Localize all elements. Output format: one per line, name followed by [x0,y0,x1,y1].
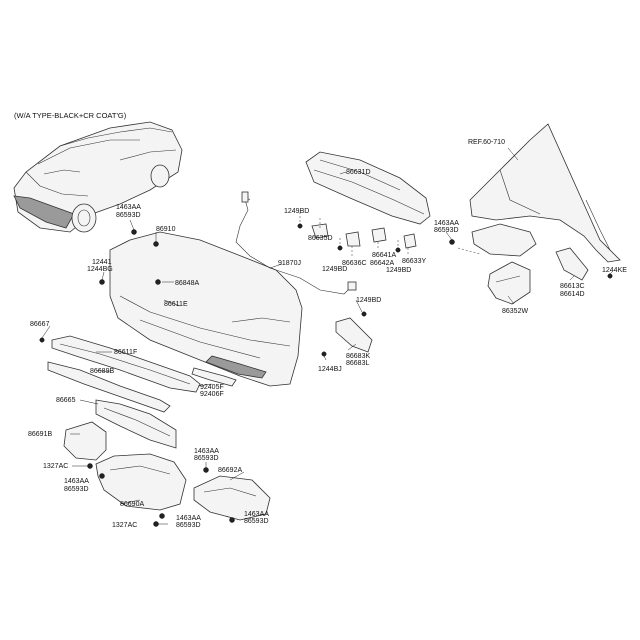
fastener-86593d-f-icon [449,239,455,245]
screw-1244bg-icon [99,279,105,285]
label-1463aa-f: 1463AA [434,220,459,227]
rear-lower-trim-86665 [95,399,177,449]
label-1244bg: 1244BG [87,266,113,273]
label-12441: 12441 [92,259,112,266]
variant-note: (W/A TYPE-BLACK+CR COAT'G) [14,111,127,120]
label-92405f: 92405F [200,384,224,391]
screw-1249bd-a-icon [297,223,303,229]
label-1463aa-b: 1463AA [64,478,89,485]
label-ref-60-710: REF.60-710 [468,139,505,146]
side-reflector-86613c [555,247,589,281]
bracket-86683k [335,317,373,353]
bracket-86633y [403,233,417,249]
label-1249bd-c: 1249BD [386,267,411,274]
bumper-beam-86631d [305,151,431,225]
fastener-86593d-d-icon [159,513,165,519]
label-86635d: 86635D [308,235,333,242]
label-1244ke: 1244KE [602,267,627,274]
rear-bumper-cover [109,231,303,387]
label-1463aa-c: 1463AA [194,448,219,455]
undercover-86692a [193,475,271,521]
clip-86667-icon [39,337,45,343]
label-86848a: 86848A [175,280,199,287]
label-86683k: 86683K [346,353,370,360]
undercover-86691b [63,421,107,461]
fastener-86593d-c-icon [203,467,209,473]
label-86689b: 86689B [90,368,114,375]
label-86593d-a: 86593D [116,212,141,219]
label-86691b: 86691B [28,431,52,438]
label-86667: 86667 [30,321,50,328]
label-1244bj: 1244BJ [318,366,342,373]
label-1463aa-a: 1463AA [116,204,141,211]
label-86593d-c: 86593D [194,455,219,462]
reflector-92405f [191,367,237,387]
label-86665: 86665 [56,397,76,404]
label-86910: 86910 [156,226,176,233]
fastener-86593d-a-icon [131,229,137,235]
bracket-86641a [371,227,387,243]
quarter-panel-reference [469,123,621,263]
label-1249bd-d: 1249BD [356,297,381,304]
bracket-86636c [345,231,361,247]
screw-1244bj-icon [321,351,327,357]
label-86636c: 86636C [342,260,367,267]
bolt-1327ac-b-icon [153,521,159,527]
label-86593d-e: 86593D [244,518,269,525]
label-86613c: 86613C [560,283,585,290]
label-1249bd-b: 1249BD [322,266,347,273]
fastener-86910-icon [153,241,159,247]
rear-skid-strip-86689b [47,361,171,413]
quarter-inner-bracket [471,223,537,257]
rear-lower-garnish-86611f [51,335,201,393]
fastener-86848a-icon [155,279,161,285]
label-86641a: 86641A [372,252,396,259]
vehicle-overview-illustration [13,121,183,233]
label-86692a: 86692A [218,467,242,474]
label-86352w: 86352W [502,308,528,315]
label-86642a: 86642A [370,260,394,267]
wiring-harness-91870j [235,191,357,295]
part-callouts: 1463AA 86593D 86910 12441 1244BG 86848A … [28,139,627,529]
label-1327ac-a: 1327AC [43,463,68,470]
label-1249bd-a: 1249BD [284,208,309,215]
label-86614d: 86614D [560,291,585,298]
label-92406f: 92406F [200,391,224,398]
label-86593d-f: 86593D [434,227,459,234]
label-86633y: 86633Y [402,258,426,265]
screw-1249bd-b-icon [337,245,343,251]
label-86631d: 86631D [346,169,371,176]
label-86611e: 86611E [164,301,188,308]
fastener-86593d-e-icon [229,517,235,523]
label-86690a: 86690A [120,501,144,508]
label-1463aa-e: 1463AA [244,511,269,518]
label-86593d-b: 86593D [64,486,89,493]
bolt-1327ac-a-icon [87,463,93,469]
label-91870j: 91870J [278,260,301,267]
bracket-86635d [311,223,329,239]
label-1463aa-d: 1463AA [176,515,201,522]
leader-lines [41,147,613,525]
screw-1249bd-d-icon [361,311,367,317]
bracket-86352w [487,261,531,305]
screw-1249bd-c-icon [395,247,401,253]
label-86683l: 86683L [346,360,369,367]
fastener-86593d-b-icon [99,473,105,479]
label-1327ac-b: 1327AC [112,522,137,529]
undercover-86690a [95,453,187,511]
label-86593d-d: 86593D [176,522,201,529]
screw-1244ke-icon [607,273,613,279]
label-86611f: 86611F [114,349,137,356]
